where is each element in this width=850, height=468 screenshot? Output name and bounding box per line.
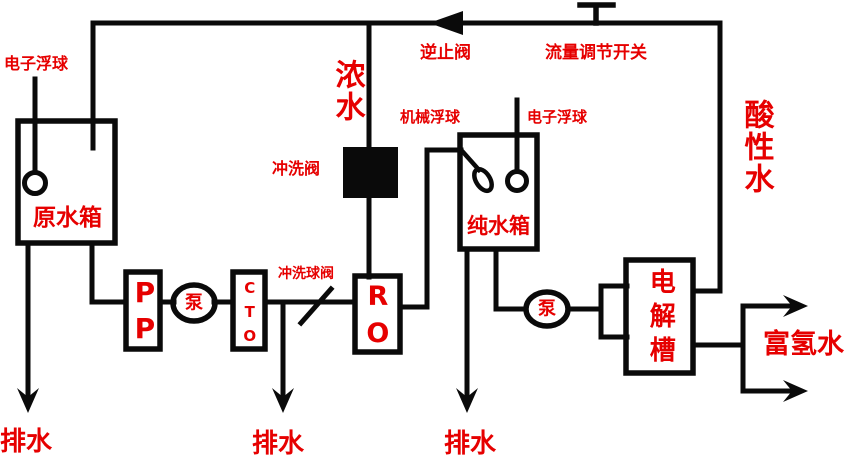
pure-tank-float-label: 电子浮球 — [527, 108, 588, 126]
drain-label-mid: 排水 — [252, 429, 305, 459]
hydrogen-arrowhead-bottom — [783, 380, 808, 402]
electrolyzer-label: 电解槽 — [645, 268, 676, 370]
raw-water-tank — [15, 118, 118, 246]
drain-arrowhead-pure — [456, 388, 478, 413]
pump1-label: 泵 — [185, 292, 203, 314]
treatment-train-pipe — [89, 240, 358, 305]
mech-float-arm — [459, 148, 483, 174]
raw-tank-float-ball-icon — [22, 170, 48, 196]
hydrogen-arrowhead-top — [783, 295, 808, 317]
hydrogen-outlet-pipes — [691, 303, 795, 394]
raw-tank-label: 原水箱 — [33, 205, 102, 231]
pp-filter-label: PP — [128, 276, 162, 348]
drain-arrowhead-left — [17, 388, 39, 413]
mech-float-ball-icon — [472, 166, 494, 194]
pump1-icon — [170, 282, 218, 324]
flush-ball-valve-icon — [297, 285, 335, 327]
check-valve-icon — [429, 11, 463, 35]
electrolyzer-cell — [623, 257, 696, 376]
concentrate-water-label: 浓水 — [329, 59, 365, 123]
raw-tank-float-label: 电子浮球 — [4, 54, 69, 73]
electrolyzer-inlet-ports — [598, 283, 630, 340]
cto-filter — [230, 269, 268, 352]
drain-label-pure: 排水 — [444, 429, 497, 459]
ro-membrane — [352, 273, 403, 355]
flow-switch-icon — [577, 2, 616, 26]
flow-switch-label: 流量调节开关 — [545, 43, 647, 63]
mech-float-label: 机械浮球 — [400, 108, 461, 126]
pure-tank-label: 纯水箱 — [467, 214, 530, 238]
hydrogen-water-label: 富氢水 — [763, 329, 844, 360]
flush-ball-valve-label: 冲洗球阀 — [278, 266, 334, 282]
flush-valve-icon — [343, 147, 398, 198]
drain-arrowhead-mid — [272, 388, 294, 413]
drain-label-left: 排水 — [0, 427, 53, 457]
pp-filter — [123, 269, 163, 352]
main-pipe-loop — [90, 20, 723, 294]
flush-valve-label: 冲洗阀 — [272, 159, 321, 178]
check-valve-label: 逆止阀 — [420, 43, 471, 63]
pure-tank-float-ball-icon — [505, 169, 529, 193]
ro-membrane-label: RO — [362, 281, 394, 355]
cto-filter-label: CTO — [240, 279, 259, 351]
ro-permeate-pipe — [397, 147, 464, 310]
acid-water-label: 酸性水 — [738, 99, 774, 195]
pure-tank-to-pump2-pipe — [493, 246, 529, 312]
pump2-label: 泵 — [538, 298, 556, 320]
